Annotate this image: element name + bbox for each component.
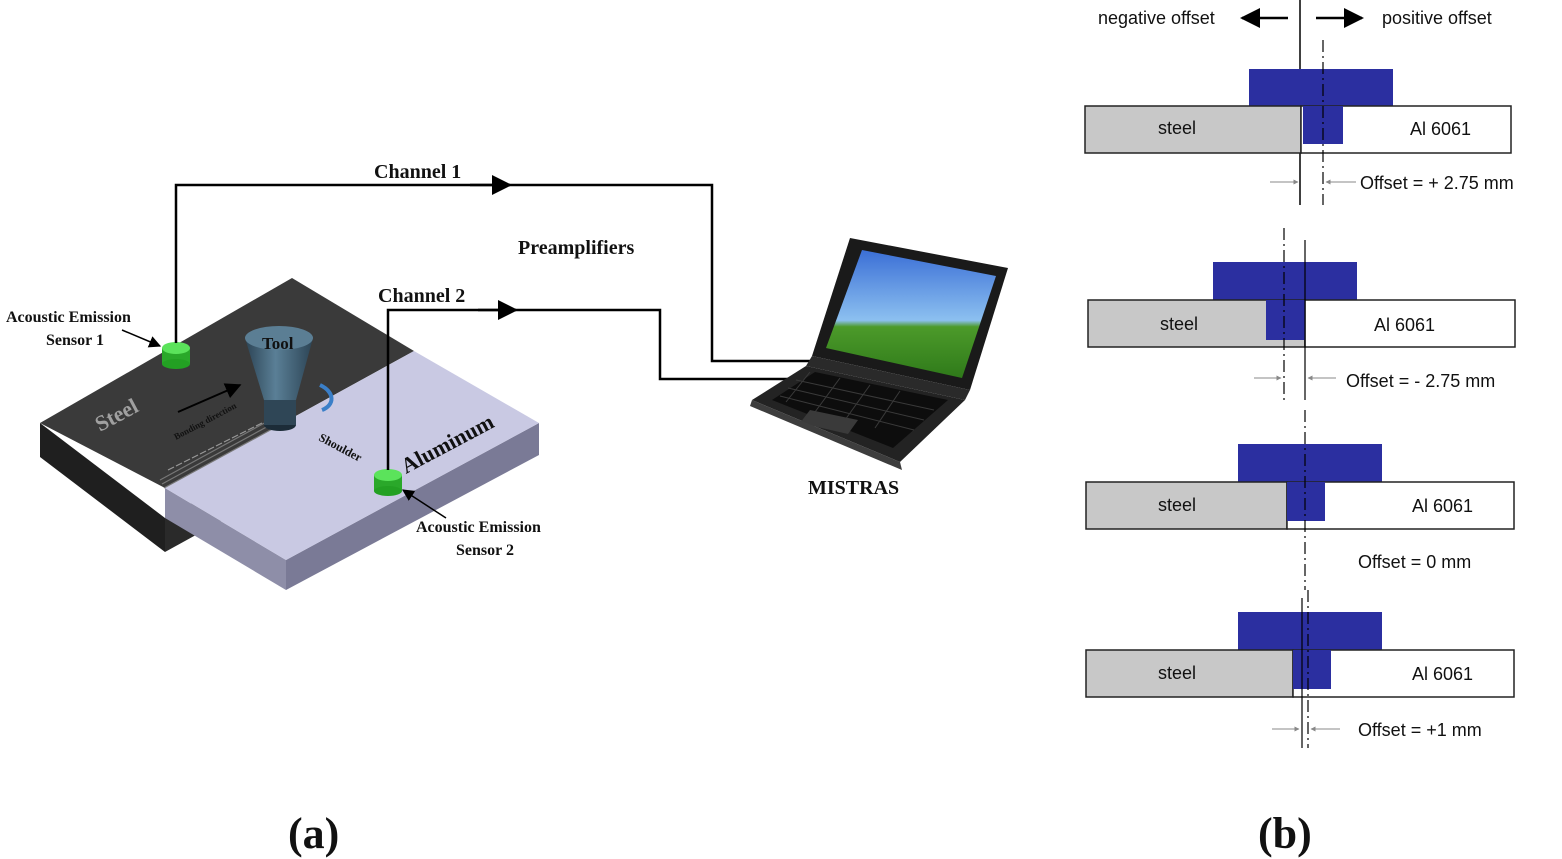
sensor-1-pointer: [121, 329, 162, 348]
sensor-2-pointer: [401, 489, 447, 519]
caption-b: (b): [1258, 809, 1312, 858]
negative-offset-label: negative offset: [1098, 8, 1215, 28]
steel-plate: [40, 278, 414, 488]
offset-label: Offset = 0 mm: [1358, 552, 1471, 572]
workpiece: Bonding direction Tool Steel Aluminum Sh…: [40, 278, 539, 590]
tool-label: Tool: [262, 334, 294, 353]
offset-row-1: steel Al 6061 Offset = + 2.75 mm: [1084, 40, 1514, 205]
tool-shoulder: [1238, 612, 1382, 650]
steel-plate-left-side: [40, 423, 165, 552]
sensor-2-label-line2: Sensor 2: [456, 542, 514, 559]
sensor-1-label-line1: Acoustic Emission: [6, 309, 131, 326]
tool: Tool: [245, 326, 313, 431]
tool-pin: [1293, 650, 1331, 689]
steel-box: [1085, 649, 1294, 698]
channel-1-label: Channel 1: [374, 161, 461, 183]
panel-a: Bonding direction Tool Steel Aluminum Sh…: [6, 161, 1008, 858]
steel-box: [1085, 481, 1288, 530]
rotation-arrow-icon: [319, 383, 334, 412]
acoustic-emission-sensor-1: [162, 342, 190, 369]
steel-label: steel: [1160, 314, 1198, 334]
sensor-2-label-line1: Acoustic Emission: [416, 519, 541, 536]
channel-2-cable: [386, 308, 810, 470]
channel-2-label: Channel 2: [378, 285, 465, 307]
preamplifiers-label: Preamplifiers: [518, 237, 634, 259]
steel-label: steel: [1158, 663, 1196, 683]
offset-row-4: steel Al 6061 Offset = +1 mm: [1085, 590, 1515, 748]
sensor-1-label-line2: Sensor 1: [46, 332, 104, 349]
aluminum-box: [1304, 299, 1516, 348]
offset-row-3: steel Al 6061 Offset = 0 mm: [1085, 410, 1515, 590]
positive-offset-label: positive offset: [1382, 8, 1492, 28]
laptop-icon: [750, 238, 1008, 470]
tool-pin: [1287, 482, 1325, 521]
panel-b: negative offset positive offset steel Al…: [1084, 0, 1516, 858]
aluminum-label: Al 6061: [1410, 119, 1471, 139]
bonding-direction-arrow: [177, 383, 242, 413]
tool-pin: [1266, 300, 1305, 340]
steel-box: [1084, 105, 1302, 154]
tool-shoulder: [1238, 444, 1382, 482]
weld-seam: [159, 419, 275, 489]
tool-shoulder: [1249, 69, 1393, 106]
mistras-label: MISTRAS: [808, 477, 899, 499]
aluminum-label: Al 6061: [1374, 315, 1435, 335]
tool-shoulder: [1213, 262, 1357, 300]
acoustic-emission-sensor-2: [374, 469, 402, 496]
channel-1-cable: [174, 183, 820, 363]
caption-a: (a): [288, 809, 339, 858]
offset-label: Offset = - 2.75 mm: [1346, 371, 1495, 391]
offset-row-2: steel Al 6061 Offset = - 2.75 mm: [1087, 228, 1516, 400]
steel-label: steel: [1158, 495, 1196, 515]
aluminum-label: Al 6061: [1412, 496, 1473, 516]
aluminum-plate-front-side: [165, 488, 286, 590]
offset-label: Offset = + 2.75 mm: [1360, 173, 1514, 193]
aluminum-plate: [165, 351, 539, 560]
offset-label: Offset = +1 mm: [1358, 720, 1482, 740]
aluminum-plate-right-side: [286, 423, 539, 590]
steel-label: steel: [1158, 118, 1196, 138]
aluminum-label: Al 6061: [1412, 664, 1473, 684]
